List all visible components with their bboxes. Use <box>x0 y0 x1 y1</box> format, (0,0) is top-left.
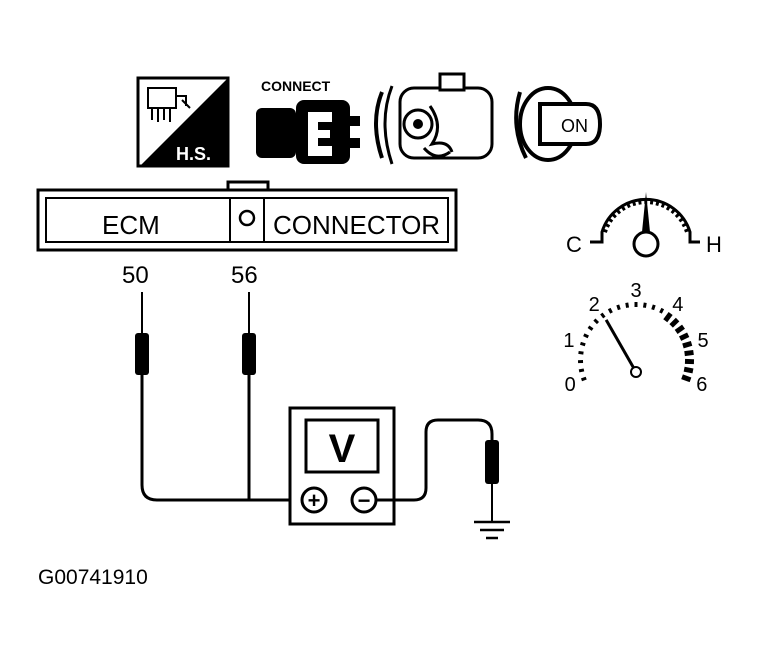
tachometer-tick-label: 6 <box>696 374 707 396</box>
pin-50-label: 50 <box>122 262 149 289</box>
tachometer-tick <box>616 304 621 311</box>
voltmeter: V + − <box>288 406 396 526</box>
tachometer-tick <box>681 374 692 383</box>
tachometer-tick <box>607 307 613 314</box>
tachometer-tick-label: 0 <box>565 374 576 396</box>
ecm-connector: ECM CONNECTOR <box>36 180 458 252</box>
tachometer-tick <box>651 304 656 311</box>
tachometer-tick <box>583 333 589 339</box>
positive-terminal <box>300 486 328 514</box>
temperature-gauge: C H <box>566 192 722 258</box>
tachometer-tick <box>578 350 584 355</box>
tachometer-tick <box>679 332 690 341</box>
tachometer-tick-label: 2 <box>589 294 600 316</box>
tachometer-tick <box>600 312 606 319</box>
ground-probe <box>376 418 499 522</box>
probe-50 <box>135 292 300 502</box>
tachometer-tick <box>684 349 694 357</box>
tachometer-tick-label: 4 <box>672 294 683 316</box>
connect-label: CONNECT <box>261 78 331 94</box>
tachometer-tick <box>625 302 630 308</box>
tachometer-tick <box>682 340 693 349</box>
probe-56 <box>242 292 256 500</box>
ignition-label: ON <box>561 116 588 136</box>
tachometer-scale <box>577 302 695 383</box>
engine-icon <box>374 72 494 165</box>
connector-label: CONNECTOR <box>273 210 440 240</box>
tachometer-tick <box>659 307 665 314</box>
tachometer-tick <box>669 317 680 328</box>
temp-hot-label: H <box>706 232 722 257</box>
ignition-key-icon: ON <box>514 86 603 162</box>
pin-56-label: 56 <box>231 262 258 289</box>
tachometer-labels: 0 12 3 45 6 <box>563 280 708 396</box>
harness-label: H.S. <box>176 144 211 164</box>
reference-code: G00741910 <box>38 566 148 589</box>
tachometer-tick-label: 5 <box>697 330 708 352</box>
tachometer-tick <box>580 376 587 382</box>
tachometer-tick-label: 3 <box>630 280 641 302</box>
positive-sign: + <box>308 488 321 513</box>
tachometer-tick <box>587 325 594 331</box>
ecm-label: ECM <box>102 210 160 240</box>
voltmeter-symbol: V <box>329 427 356 471</box>
tachometer-tick <box>580 341 586 347</box>
ground-symbol-icon <box>474 520 510 540</box>
temperature-needle <box>642 192 650 232</box>
tachometer-tick-label: 1 <box>563 330 574 352</box>
tachometer-tick <box>593 318 600 325</box>
tachometer-hub <box>630 366 642 378</box>
tachometer-tick <box>683 366 694 374</box>
tachometer: 0 12 3 45 6 <box>563 280 708 396</box>
tachometer-needle <box>604 319 638 373</box>
tachometer-tick <box>642 302 647 308</box>
tachometer-tick <box>663 311 673 323</box>
connect-icon: CONNECT <box>256 78 360 164</box>
tachometer-tick <box>578 368 585 373</box>
harness-icon: H.S. <box>136 76 230 168</box>
temp-cold-label: C <box>566 232 582 257</box>
negative-sign: − <box>358 488 371 513</box>
tachometer-tick <box>674 324 685 334</box>
